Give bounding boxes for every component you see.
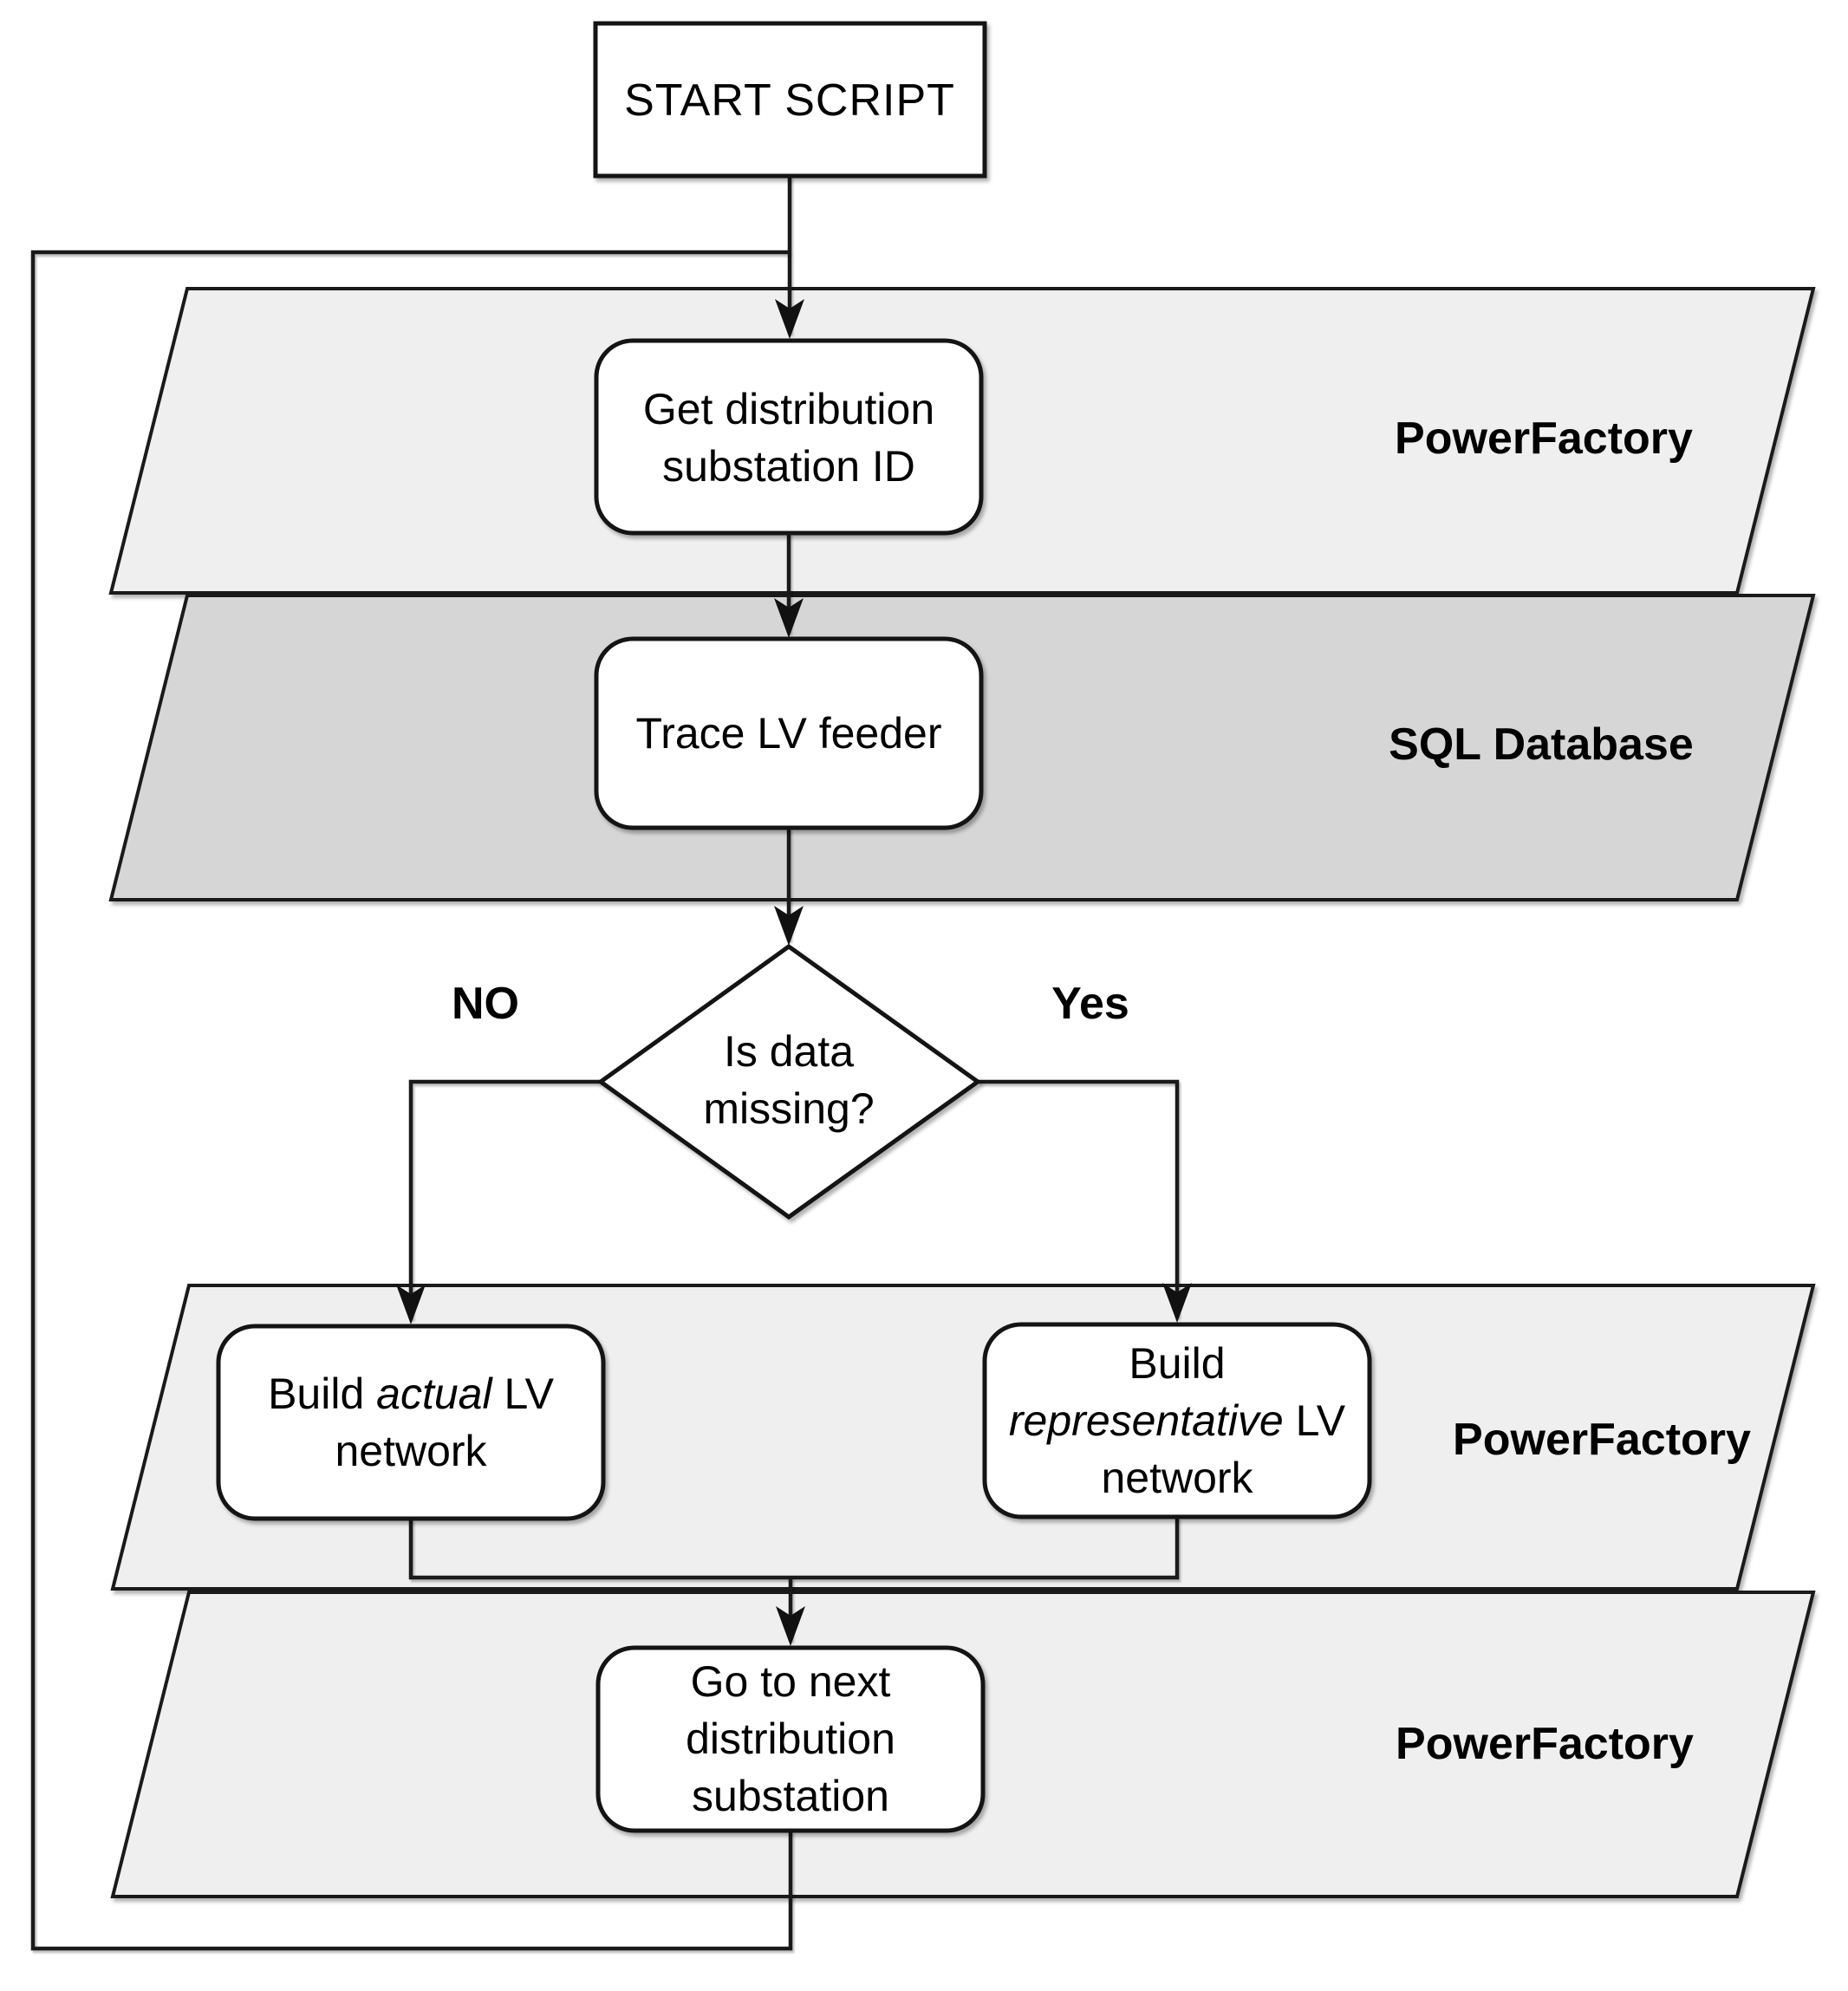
get-substation-node [594,338,984,536]
decision-diamond [596,943,982,1220]
trace-feeder-node [594,636,984,830]
arrowhead-into-build-actual [396,1285,426,1324]
arrowhead-into-get [775,299,804,339]
build-actual-node [216,1324,606,1521]
band-label-powerfactory-1: PowerFactory [1395,413,1693,464]
connector-merge [408,1517,1180,1580]
start-node-label: START SCRIPT [624,75,955,126]
arrowhead-into-decision [774,906,804,946]
arrowhead-into-build-representative [1162,1283,1192,1323]
arrowhead-into-trace [774,598,804,638]
trace-feeder-label: Trace LV feeder [635,709,942,758]
go-next-node [595,1645,986,1833]
start-node [593,21,987,179]
edge-label-no: NO [452,979,519,1029]
band-label-powerfactory-2: PowerFactory [1453,1415,1751,1465]
connector-loop-back [30,250,793,1951]
build-representative-node [982,1322,1372,1519]
connector-yes-branch [978,1079,1180,1318]
arrowhead-into-go-next [776,1606,805,1646]
edge-label-yes: Yes [1051,979,1129,1029]
connector-no-branch [408,1079,601,1319]
band-label-sql-database: SQL Database [1389,719,1694,770]
band-label-powerfactory-3: PowerFactory [1396,1719,1694,1769]
